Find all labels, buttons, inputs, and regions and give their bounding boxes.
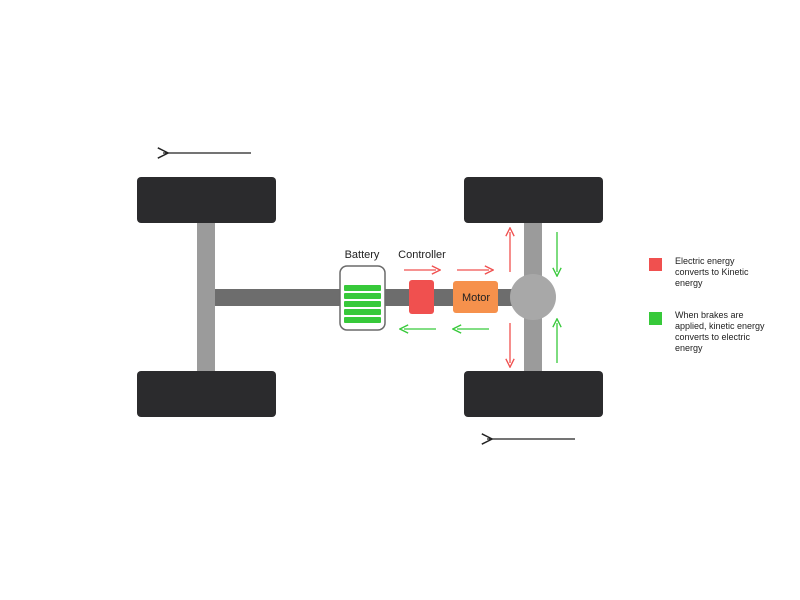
wheel-front-right — [464, 371, 603, 417]
legend-text-regen: When brakes are applied, kinetic energy … — [675, 310, 765, 353]
green-legend-swatch — [649, 312, 662, 325]
controller-box — [409, 280, 434, 314]
wheel-rear-left — [137, 177, 276, 223]
rear-axle — [197, 218, 215, 373]
differential-hub — [510, 274, 556, 320]
battery-label: Battery — [345, 249, 380, 261]
wheel-front-left — [464, 177, 603, 223]
battery-cells — [344, 285, 381, 323]
motor-box — [453, 281, 498, 313]
wheel-rear-right — [137, 371, 276, 417]
red-legend-swatch — [649, 258, 662, 271]
legend-electric-to-kinetic: Electric energy converts to Kinetic ener… — [649, 256, 751, 289]
motor-label: Motor — [462, 292, 490, 304]
controller-label: Controller — [398, 249, 446, 261]
legend-text-electric: Electric energy converts to Kinetic ener… — [675, 256, 749, 288]
legend-kinetic-to-electric: When brakes are applied, kinetic energy … — [649, 310, 767, 354]
